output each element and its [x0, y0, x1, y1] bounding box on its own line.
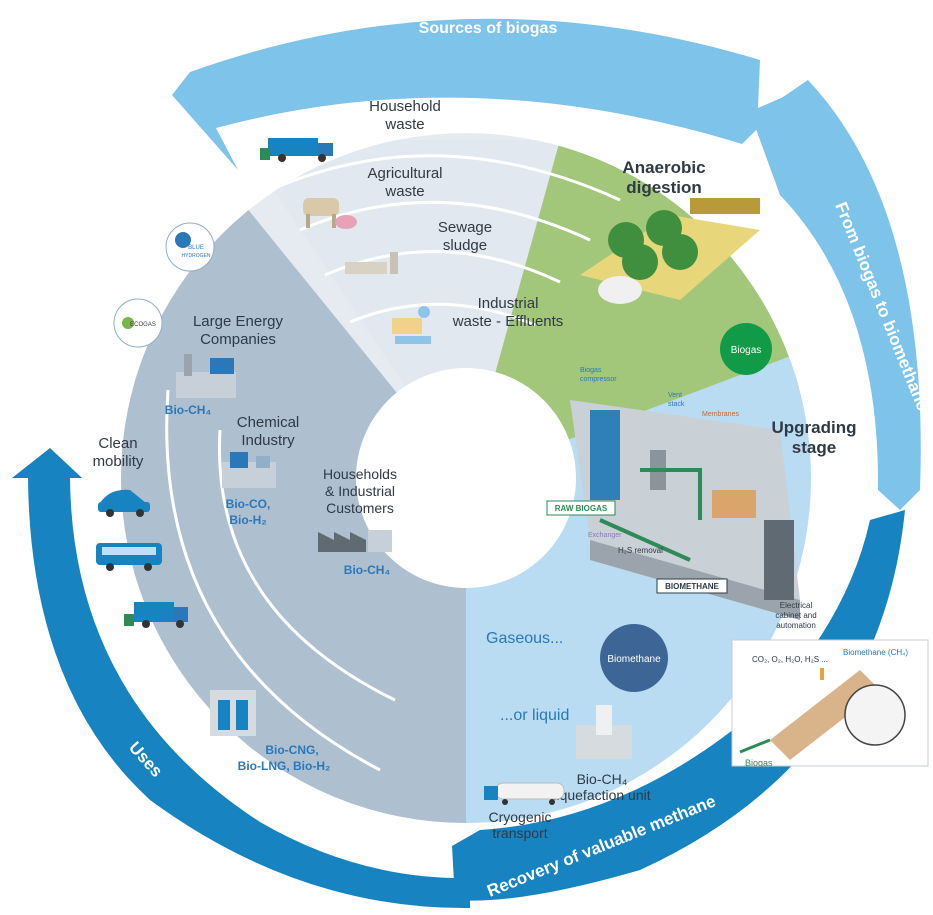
large-energy-line2: Companies — [200, 331, 276, 348]
households-line1: Households — [323, 466, 397, 482]
sources-arrow-label: Sources of biogas — [419, 20, 558, 37]
source-sewage: Sewage sludge — [345, 219, 492, 274]
label-vent-stack-1: Vent — [668, 392, 682, 399]
station-product-line1: Bio-CNG, — [265, 743, 318, 757]
fuel-station-icon — [210, 690, 256, 736]
uses-band — [121, 175, 466, 823]
membrane-impurities-label: CO₂, O₂, H₂O, H₂S ... — [752, 655, 828, 664]
biogas-badge — [720, 323, 772, 375]
bus-icon — [96, 543, 162, 571]
households-product: Bio-CH₄ — [344, 563, 391, 577]
label-h2s-removal: H₂S removal — [618, 546, 663, 555]
source-industrial-line2: waste - Effluents — [452, 313, 564, 330]
chemical-line2: Industry — [241, 432, 295, 449]
gaseous-label: Gaseous... — [486, 630, 563, 647]
chemical-plant-icon — [222, 452, 276, 488]
liquefaction-unit-icon — [576, 705, 632, 759]
label-vent-stack-2: stack — [668, 401, 685, 408]
membrane-product-label: Biomethane (CH₄) — [843, 648, 908, 657]
biogas-badge-label: Biogas — [731, 345, 762, 356]
biomethane-badge — [600, 624, 668, 692]
source-agricultural-line2: waste — [384, 183, 424, 200]
membrane-inset — [731, 639, 929, 767]
sources-arrow — [172, 18, 795, 171]
biomethane-tag-label: BIOMETHANE — [665, 582, 719, 591]
raw-biogas-tag: RAW BIOGAS — [546, 500, 616, 516]
blue-hydrogen-logo-line1: BLUE — [188, 245, 204, 251]
label-membranes: Membranes — [702, 411, 739, 418]
label-cabinet-2: cabinet and — [775, 611, 816, 620]
refuse-truck-icon — [124, 602, 188, 628]
center-hub — [356, 368, 576, 588]
cow-icon — [303, 198, 357, 229]
clean-mobility-line2: mobility — [93, 453, 144, 470]
station-product-line2: Bio-LNG, Bio-H₂ — [238, 759, 331, 773]
ecogas-logo: ECOGAS — [113, 298, 163, 348]
garbage-truck-icon — [260, 138, 333, 162]
digester-plant-icon — [580, 198, 760, 304]
biomethane-badge-label: Biomethane — [607, 654, 661, 665]
uses-divider-arcs — [165, 389, 396, 772]
source-agricultural: Agricultural waste — [303, 165, 443, 229]
cryogenic-label-line1: Cryogenic — [488, 809, 551, 825]
large-energy-line1: Large Energy — [193, 313, 284, 330]
chemical-product-line1: Bio-CO, — [226, 497, 271, 511]
label-cabinet-3: automation — [776, 621, 816, 630]
label-exchanger: Exchanger — [588, 532, 622, 539]
chemical-product-line2: Bio-H₂ — [229, 513, 266, 527]
blue-hydrogen-logo: BLUE HYDROGEN — [165, 222, 215, 272]
chemical-line1: Chemical — [237, 414, 300, 431]
source-sewage-line1: Sewage — [438, 219, 492, 236]
car-icon — [98, 489, 150, 517]
cryogenic-label-line2: transport — [492, 825, 547, 841]
upgrading-title-line2: stage — [792, 438, 836, 457]
from-biogas-arrow — [752, 80, 921, 510]
label-cabinet-1: Electrical — [780, 601, 813, 610]
households-line2: & Industrial — [325, 483, 395, 499]
source-sewage-line2: sludge — [443, 237, 487, 254]
digestion-title-line2: digestion — [626, 178, 702, 197]
large-energy-product: Bio-CH₄ — [165, 403, 212, 417]
source-industrial: Industrial waste - Effluents — [392, 295, 563, 344]
membrane-input-label: Biogas — [745, 758, 773, 768]
source-household-line1: Household — [369, 98, 441, 115]
clean-mobility-line1: Clean — [98, 435, 137, 452]
ecogas-logo-text: ECOGAS — [130, 322, 156, 328]
digestion-title-line1: Anaerobic — [622, 158, 705, 177]
biomethane-tag: BIOMETHANE — [656, 578, 728, 594]
source-household-line2: waste — [384, 116, 424, 133]
upgrading-title-line1: Upgrading — [772, 418, 857, 437]
sewage-tank-icon — [345, 252, 398, 274]
source-agricultural-line1: Agricultural — [367, 165, 442, 182]
source-household: Household waste — [260, 98, 441, 162]
power-plant-icon — [176, 354, 236, 398]
raw-biogas-tag-label: RAW BIOGAS — [555, 504, 608, 513]
liquefaction-label-line2: liquefaction unit — [553, 787, 650, 803]
label-biogas-compressor-1: Biogas — [580, 367, 602, 374]
industrial-effluent-icon — [392, 306, 431, 344]
cryogenic-truck-icon — [484, 782, 565, 805]
uses-arrow — [12, 448, 470, 909]
factory-icon — [318, 530, 392, 552]
liquid-label: ...or liquid — [500, 707, 569, 724]
source-industrial-line1: Industrial — [478, 295, 539, 312]
households-line3: Customers — [326, 500, 394, 516]
blue-hydrogen-logo-line2: HYDROGEN — [182, 253, 211, 259]
liquefaction-label-line1: Bio-CH₄ — [577, 771, 628, 787]
label-biogas-compressor-2: compressor — [580, 376, 617, 383]
